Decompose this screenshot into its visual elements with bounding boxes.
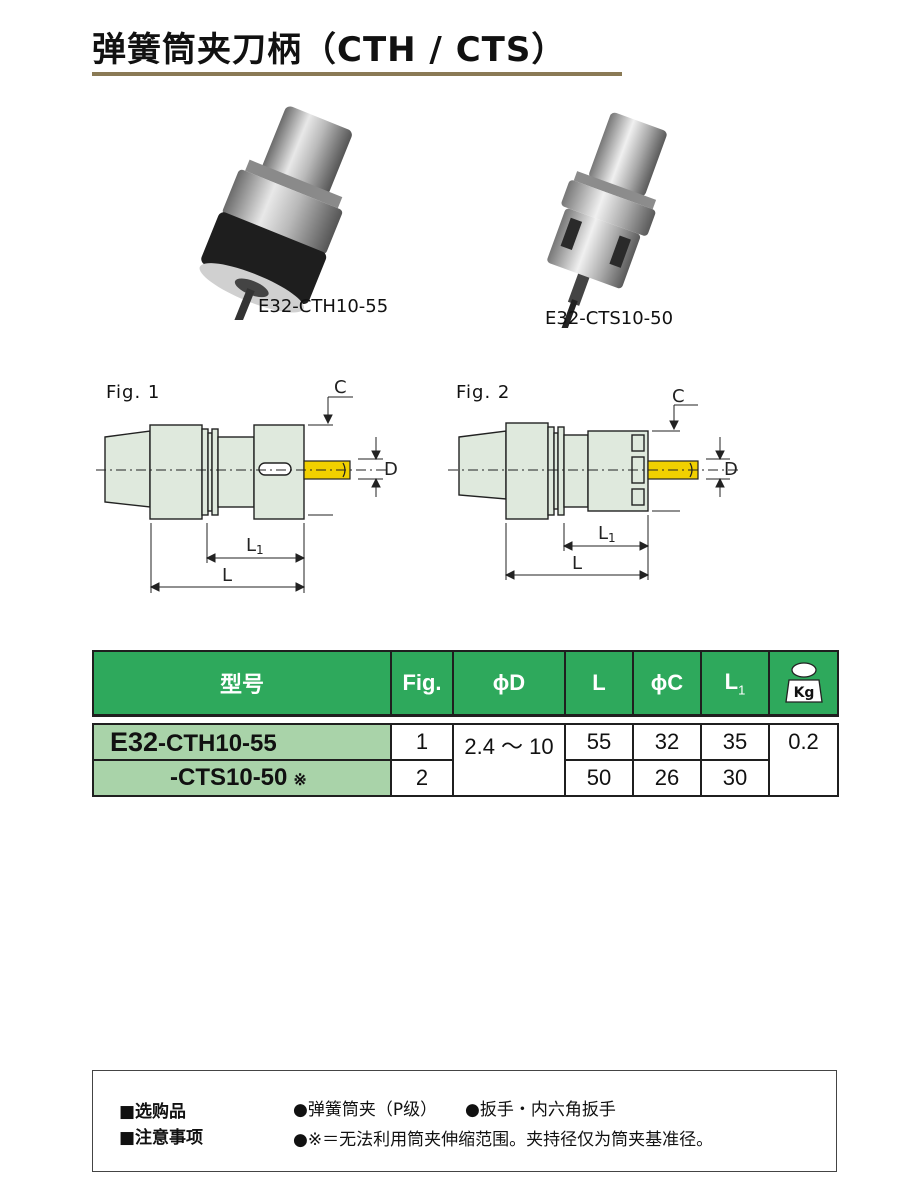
note-mark: ※: [293, 772, 307, 789]
header-l: L: [564, 650, 634, 717]
header-model: 型号: [92, 650, 392, 717]
fig2-dim-c: C: [672, 386, 685, 407]
fig1-dim-d: D: [384, 459, 398, 480]
product-photo-cth: [199, 106, 352, 320]
options-item: ●弹簧筒夹（P级）: [293, 1100, 438, 1120]
model-suffix: -CTS10-50: [170, 764, 288, 791]
title-underline: [92, 72, 622, 76]
caution-text: ●※＝无法利用筒夹伸缩范围。夹持径仅为筒夹基准径。: [293, 1130, 714, 1150]
weight-unit-text: Kg: [793, 685, 814, 701]
fig1-label: Fig. 1: [106, 382, 161, 403]
table-header-row: 型号 Fig. ϕD L ϕC L1 Kg: [92, 650, 839, 717]
table-row: E32-CTH10-55 1 2.4 ～ 10 55 32 35 0.2: [92, 723, 839, 797]
options-key: ■选购品: [119, 1102, 187, 1122]
fig1-dim-l: L: [222, 565, 232, 586]
c-cell: 26: [632, 759, 702, 797]
header-weight: Kg: [768, 650, 839, 717]
table-row: -CTS10-50 ※ 2 50 26 30: [92, 759, 838, 797]
c-cell: 32: [632, 723, 702, 761]
l1-cell: 30: [700, 759, 770, 797]
model-cell: -CTS10-50 ※: [92, 759, 392, 797]
header-l1: L1: [700, 650, 770, 717]
spec-table: 型号 Fig. ϕD L ϕC L1 Kg E32-CTH10-55 1 2.: [92, 650, 839, 797]
caution-key: ■注意事项: [119, 1128, 204, 1148]
fig1-dim-c: C: [334, 377, 347, 398]
l1-cell: 35: [700, 723, 770, 761]
photo-caption-cth: E32-CTH10-55: [258, 296, 389, 317]
fig-cell: 2: [390, 759, 454, 797]
fig1-drawing: C D L1 L: [96, 377, 398, 593]
photo-caption-cts: E32-CTS10-50: [545, 308, 674, 329]
header-l1-main: L: [724, 668, 739, 694]
fig2-drawing: C D L1 L: [448, 386, 740, 580]
l-cell: 50: [564, 759, 634, 797]
header-l1-sub: 1: [738, 682, 746, 698]
fig2-dim-d: D: [724, 459, 738, 480]
notes-box: ■选购品 ●弹簧筒夹（P级） ●扳手・内六角扳手 ■注意事项 ●※＝无法利用筒夹…: [92, 1070, 837, 1172]
product-photo-cts: [547, 112, 667, 328]
fig1-dim-l1-sub: 1: [256, 543, 264, 557]
model-prefix: E32: [110, 726, 159, 757]
fig2-dim-l1: L1: [598, 523, 616, 545]
options-item: ●扳手・内六角扳手: [465, 1100, 616, 1120]
weight-cell: 0.2: [768, 723, 839, 797]
fig2-dim-l1-sub: 1: [608, 531, 616, 545]
fig1-dim-l1: L1: [246, 535, 264, 557]
weight-kg-icon: Kg: [784, 662, 824, 704]
page-title: 弹簧筒夹刀柄（CTH / CTS）: [92, 30, 567, 70]
header-fig: Fig.: [390, 650, 454, 717]
fig2-label: Fig. 2: [456, 382, 511, 403]
fig-cell: 1: [390, 723, 454, 761]
fig1-dim-l1-main: L: [246, 535, 256, 556]
model-cell: E32-CTH10-55: [92, 723, 392, 761]
fig2-dim-l1-main: L: [598, 523, 608, 544]
fig2-dim-l: L: [572, 553, 582, 574]
header-c: ϕC: [632, 650, 702, 717]
d-cell: 2.4 ～ 10: [452, 723, 566, 797]
model-suffix: -CTH10-55: [158, 729, 277, 757]
header-d: ϕD: [452, 650, 566, 717]
l-cell: 55: [564, 723, 634, 761]
